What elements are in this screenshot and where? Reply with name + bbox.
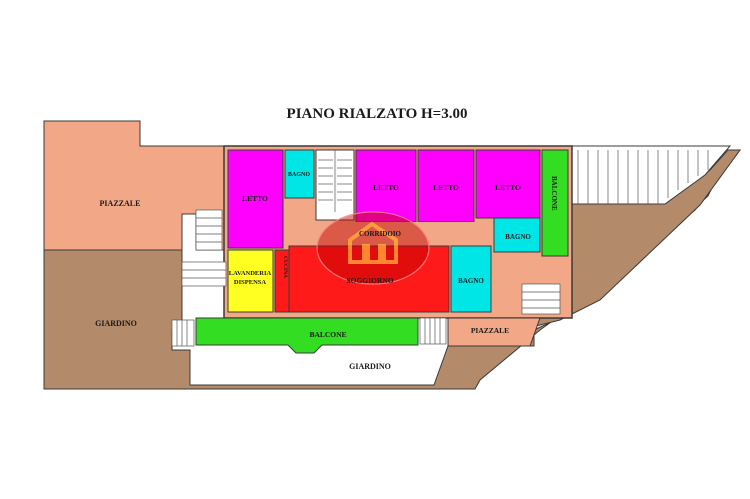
steps-right-side: [521, 283, 561, 315]
stairs-right-steps: [577, 150, 709, 204]
watermark-logo: [316, 211, 430, 285]
room-bagno-small: [284, 149, 315, 199]
room-lavanderia: [227, 249, 274, 313]
steps-left-side: [181, 209, 227, 287]
label-giardino-left: GIARDINO: [95, 319, 137, 328]
room-letto-4: [475, 149, 541, 219]
label-letto-4: LETTO: [495, 183, 521, 192]
room-letto-1: [227, 149, 284, 249]
label-balcone-bottom: BALCONE: [309, 330, 346, 339]
label-letto-3: LETTO: [433, 183, 459, 192]
label-letto-2: LETTO: [373, 183, 399, 192]
label-lavanderia: LAVANDERIA: [229, 270, 272, 277]
label-cucina: CUCINA: [282, 256, 288, 278]
balcone-bottom: [195, 317, 419, 354]
label-dispensa: DISPENSA: [234, 279, 266, 286]
label-bagno-small: BAGNO: [288, 172, 310, 178]
label-piazzale-left: PIAZZALE: [100, 199, 141, 208]
piazzale-right-area: [447, 317, 541, 347]
room-letto-3: [417, 149, 475, 223]
label-corridoio: CORRIDOIO: [359, 230, 402, 238]
room-letto-2: [355, 149, 417, 223]
stairs-center-steps: [318, 150, 352, 212]
balcone-right: [541, 149, 569, 257]
label-piazzale-right: PIAZZALE: [471, 326, 509, 335]
room-corridoio: [316, 222, 492, 244]
room-bagno-right: [493, 217, 541, 253]
label-balcone-right: BALCONE: [550, 176, 558, 211]
steps-left-bottom: [171, 319, 195, 347]
label-letto-1: LETTO: [242, 194, 268, 203]
room-bagno-mid: [450, 245, 492, 313]
label-giardino-bottom: GIARDINO: [349, 362, 391, 371]
label-bagno-right: BAGNO: [505, 233, 531, 241]
label-soggiorno: SOGGIORNO: [346, 276, 393, 285]
steps-mid-bottom: [419, 317, 447, 345]
label-bagno-mid: BAGNO: [458, 277, 484, 285]
plan-title: PIANO RIALZATO H=3.00: [287, 106, 468, 122]
